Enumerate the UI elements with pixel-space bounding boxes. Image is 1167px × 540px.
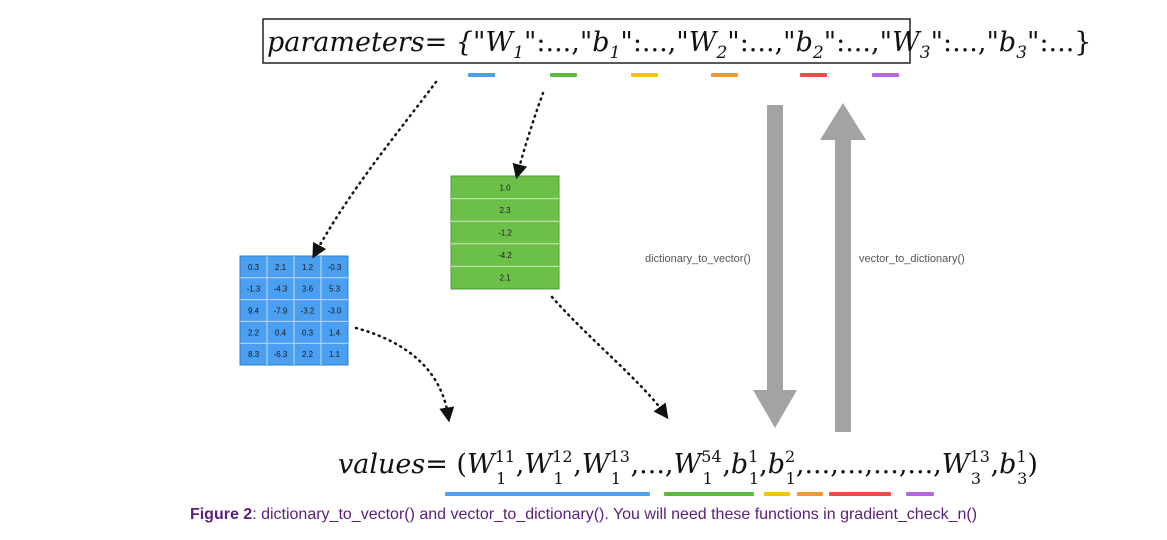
param-key-w1: W: [485, 27, 515, 58]
arrow-w1-to-matrix: [312, 80, 438, 259]
matrix-cell: 1.2: [302, 263, 314, 272]
matrix-cell: -3.2: [301, 307, 315, 316]
param-sub: 3: [920, 43, 931, 63]
parameters-equation: parameters= {"W1":...,"b1":...,"W2":...,…: [267, 27, 1091, 63]
parameters-close: }: [1074, 27, 1091, 58]
matrix-cell: 3.6: [302, 285, 314, 294]
param-highlight-6: [872, 73, 899, 77]
caption-text: : dictionary_to_vector() and vector_to_d…: [252, 506, 978, 523]
values-equation: values= (W111​,W121​,W131​,...,W541​,b11…: [338, 447, 1038, 488]
matrix-cell: 5.3: [329, 285, 341, 294]
matrix-cell: 9.4: [248, 307, 260, 316]
matrix-cell: 1.1: [329, 350, 341, 359]
vector-cell: 2.1: [499, 274, 511, 283]
vector-cell: 1.0: [499, 183, 511, 192]
matrix-cell: -0.3: [328, 263, 342, 272]
matrix-cell: -7.9: [274, 307, 288, 316]
vector-cell: -1.2: [498, 229, 512, 238]
matrix-cell: -6.3: [274, 350, 288, 359]
vector-bg: [450, 175, 560, 290]
arrow-matrix-to-values: [354, 326, 455, 423]
param-highlight-3: [631, 73, 658, 77]
values-highlight-5: [829, 492, 891, 496]
values-term: W: [674, 449, 704, 480]
param-sub: 2: [715, 43, 727, 63]
values-highlight-2: [664, 492, 754, 496]
vector-b1: 1.0 2.3 -1.2 -4.2 2.1: [450, 175, 560, 290]
down-arrow: [753, 105, 797, 428]
param-sub: 3: [1016, 43, 1027, 63]
param-highlight-5: [800, 73, 827, 77]
vector-cell: -4.2: [498, 251, 512, 260]
parameters-lhs: parameters: [267, 27, 425, 58]
vector-cell: 2.3: [499, 206, 511, 215]
values-highlights: [445, 492, 934, 496]
param-highlight-1: [468, 73, 495, 77]
param-key-w2: W: [689, 27, 719, 58]
matrix-cell: -4.3: [274, 285, 288, 294]
param-sub: 1: [513, 43, 524, 63]
values-highlight-4: [797, 492, 823, 496]
down-arrow-label: dictionary_to_vector(): [645, 253, 751, 265]
param-key-w3: W: [892, 27, 922, 58]
caption-label: Figure 2: [189, 506, 253, 523]
matrix-cell: -3.0: [328, 307, 342, 316]
values-highlight-3: [764, 492, 790, 496]
arrow-b1-to-vector: [512, 91, 545, 180]
param-key-b3: b: [999, 27, 1016, 58]
values-term: W: [524, 449, 554, 480]
parameters-open: = {: [425, 27, 473, 58]
arrow-vector-to-values: [550, 295, 669, 420]
matrix-cell: 0.4: [275, 328, 287, 337]
param-highlight-4: [711, 73, 738, 77]
values-highlight-1: [445, 492, 650, 496]
matrix-cell: 0.3: [302, 328, 314, 337]
values-term: b: [731, 449, 748, 480]
figure-caption: Figure 2: dictionary_to_vector() and vec…: [0, 506, 1167, 524]
values-term: W: [582, 449, 612, 480]
param-key-b1: b: [592, 27, 609, 58]
matrix-cell: -1.3: [247, 285, 261, 294]
values-term: W: [942, 449, 972, 480]
values-term: W: [467, 449, 497, 480]
parameters-box: [262, 18, 911, 64]
up-arrow: [820, 103, 866, 432]
matrix-cell: 2.2: [302, 350, 314, 359]
matrix-cell: 8.3: [248, 350, 260, 359]
param-sub: 2: [812, 43, 824, 63]
values-lhs: values: [338, 449, 425, 480]
up-arrow-label: vector_to_dictionary(): [859, 253, 965, 265]
matrix-cell: 2.1: [275, 263, 287, 272]
matrix-cell: 2.2: [248, 328, 260, 337]
values-term: b: [768, 449, 785, 480]
values-highlight-6: [906, 492, 934, 496]
param-highlight-2: [550, 73, 577, 77]
matrix-w1: 0.3 2.1 1.2 -0.3 -1.3 -4.3 3.6 5.3 9.4 -7.9 -3.2 -3…: [239, 255, 349, 366]
parameters-highlights: [468, 73, 899, 77]
matrix-cell: 0.3: [248, 263, 260, 272]
matrix-cell: 1.4: [329, 328, 341, 337]
param-sub: 1: [610, 43, 621, 63]
param-key-b2: b: [796, 27, 813, 58]
values-term: b: [999, 449, 1016, 480]
